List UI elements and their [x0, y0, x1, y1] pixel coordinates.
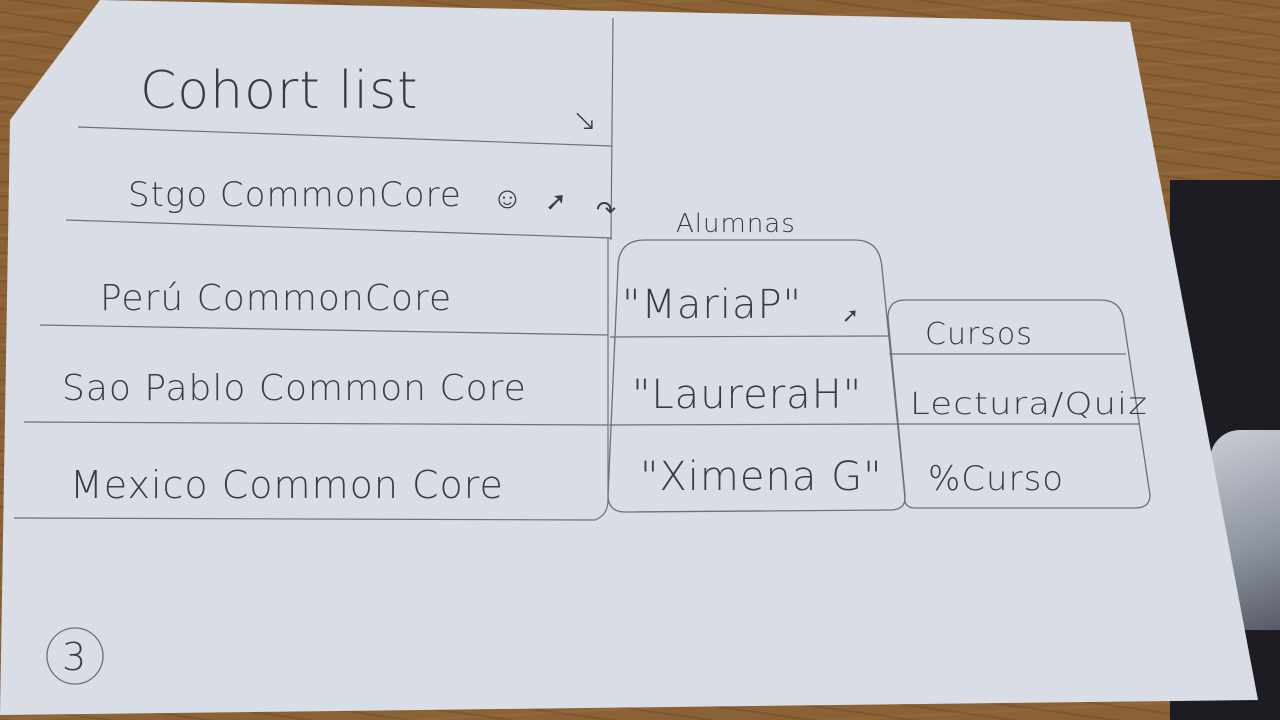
row-separator — [608, 423, 901, 426]
arrow-right-icon: ↷ — [596, 196, 617, 224]
row-separator — [23, 421, 609, 426]
row-separator — [39, 324, 609, 336]
student-item[interactable]: "Ximena G" — [640, 454, 882, 500]
student-item[interactable]: "MariaP" ➚ — [622, 282, 860, 328]
page-number: 3 — [62, 635, 87, 679]
courses-header: Cursos — [925, 317, 1033, 352]
smiley-icon: ☺ — [492, 181, 524, 216]
course-item[interactable]: Lectura/Quiz — [910, 387, 1148, 422]
courses-panel — [887, 299, 1151, 509]
row-separator — [65, 219, 613, 239]
vertical-divider — [610, 17, 614, 241]
student-label: "LaureraH" — [632, 372, 862, 418]
student-label: "MariaP" — [622, 282, 802, 328]
cohort-list-title: Cohort list — [140, 61, 419, 121]
cohort-label: Mexico Common Core — [70, 463, 504, 507]
cohort-item[interactable]: Mexico Common Core — [70, 463, 504, 507]
course-label: Lectura/Quiz — [910, 387, 1148, 422]
cursor-click-icon: ➚ — [842, 303, 860, 327]
cohort-label: Stgo CommonCore — [128, 175, 462, 215]
cohort-item[interactable]: Perú CommonCore — [100, 278, 452, 319]
student-label: "Ximena G" — [640, 454, 882, 500]
course-label: %Curso — [928, 459, 1064, 499]
paper-sheet — [0, 0, 1258, 715]
cohort-label: Perú CommonCore — [100, 278, 452, 319]
arrow-down-right-icon: ↘ — [572, 103, 598, 138]
students-header: Alumnas — [676, 209, 796, 239]
cursor-click-icon: ➚ — [545, 187, 568, 217]
cohort-label: Sao Pablo Common Core — [62, 368, 527, 409]
row-separator — [77, 126, 613, 147]
row-separator — [609, 335, 891, 338]
course-item[interactable]: %Curso — [928, 459, 1064, 499]
page-number-circle — [46, 627, 104, 685]
student-item[interactable]: "LaureraH" — [632, 372, 862, 418]
cohort-item[interactable]: Stgo CommonCore ☺ ➚ — [128, 175, 568, 217]
cohort-item[interactable]: Sao Pablo Common Core — [62, 368, 527, 409]
